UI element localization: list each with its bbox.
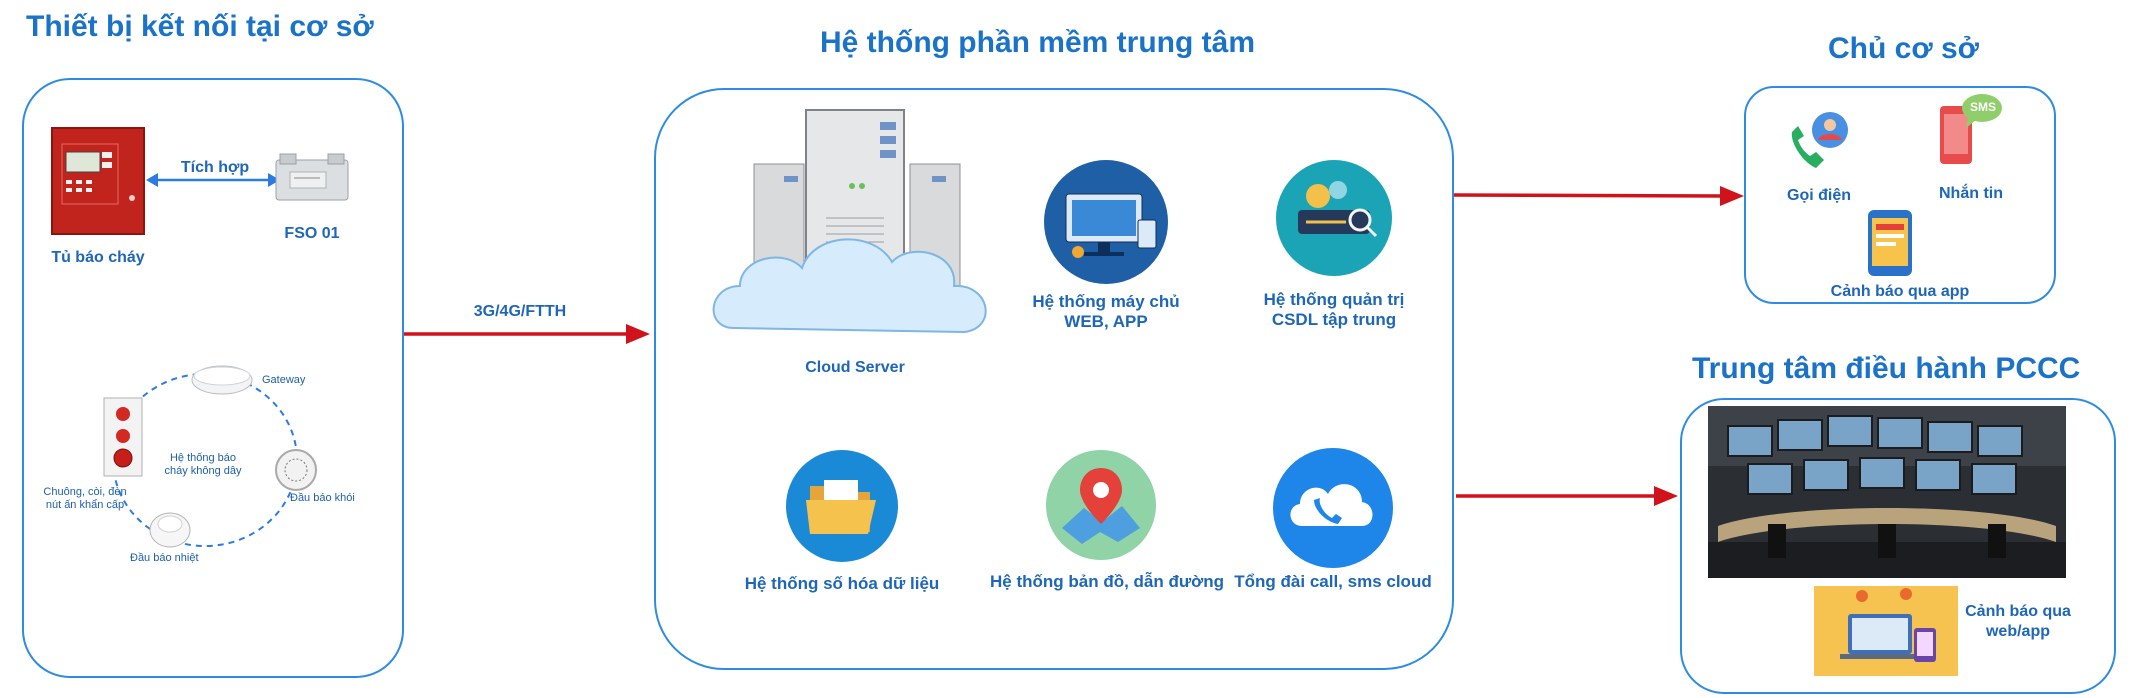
fire-alarm-cabinet-icon [51, 127, 145, 235]
web-app-server-icon [1044, 160, 1168, 284]
data-digitization-icon [786, 450, 898, 562]
phone-call-label: Gọi điện [1787, 187, 1851, 204]
map-navigation-label: Hệ thống bản đồ, dẫn đường [990, 572, 1225, 591]
heat-detector-label: Đầu báo nhiệt [130, 552, 199, 564]
cloud-server-icon [712, 109, 987, 334]
control-room-image [1708, 406, 2066, 578]
sms-label: Nhắn tin [1939, 185, 2003, 202]
web-app-alert-label: Cảnh báo qua web/app [1965, 603, 2071, 640]
database-admin-icon [1276, 160, 1392, 276]
cloud-server-label: Cloud Server [805, 359, 905, 376]
center-section-title: Hệ thống phần mềm trung tâm [820, 26, 1255, 59]
integration-arrow [146, 173, 280, 187]
fso-device-icon [275, 153, 349, 201]
smoke-detector-icon [275, 449, 317, 491]
map-navigation-icon [1046, 450, 1156, 560]
left-section-title: Thiết bị kết nối tại cơ sở [26, 10, 374, 43]
mobile-app-icon [1868, 210, 1912, 276]
phone-call-icon [1791, 112, 1848, 168]
wireless-center-label: Hệ thống báo cháy không dây [164, 452, 242, 477]
arrow-center-to-pccc [1456, 486, 1678, 506]
database-admin-label: Hệ thống quản trị CSDL tập trung [1263, 290, 1405, 329]
call-sms-cloud-label: Tổng đài call, sms cloud [1234, 572, 1432, 591]
call-sms-cloud-icon [1273, 448, 1393, 568]
web-app-alert-icon [1814, 586, 1958, 676]
bell-button-label: Chuông, còi, đèn nút ấn khẩn cấp [43, 486, 127, 511]
heat-detector-icon [149, 512, 191, 548]
integration-label: Tích hợp [180, 159, 250, 176]
sms-phone-icon [1940, 94, 2002, 164]
web-app-server-label: Hệ thống máy chủ WEB, APP [1032, 292, 1180, 331]
data-digitization-label: Hệ thống số hóa dữ liệu [744, 574, 940, 593]
arrow-left-to-center [404, 324, 650, 344]
app-alert-label: Cảnh báo qua app [1830, 283, 1970, 300]
manual-call-point-icon [103, 397, 143, 477]
sms-badge: SMS [1969, 100, 1996, 114]
gateway-label: Gateway [262, 374, 306, 386]
fso-label: FSO 01 [284, 225, 340, 242]
fire-alarm-cabinet-label: Tủ báo cháy [51, 249, 145, 266]
pccc-section-title: Trung tâm điều hành PCCC [1692, 352, 2081, 385]
arrow-center-to-owner [1453, 186, 1744, 206]
owner-section-title: Chủ cơ sở [1828, 32, 1980, 65]
connection-label: 3G/4G/FTTH [473, 303, 567, 320]
gateway-icon [191, 365, 253, 395]
smoke-detector-label: Đầu báo khói [290, 492, 355, 504]
